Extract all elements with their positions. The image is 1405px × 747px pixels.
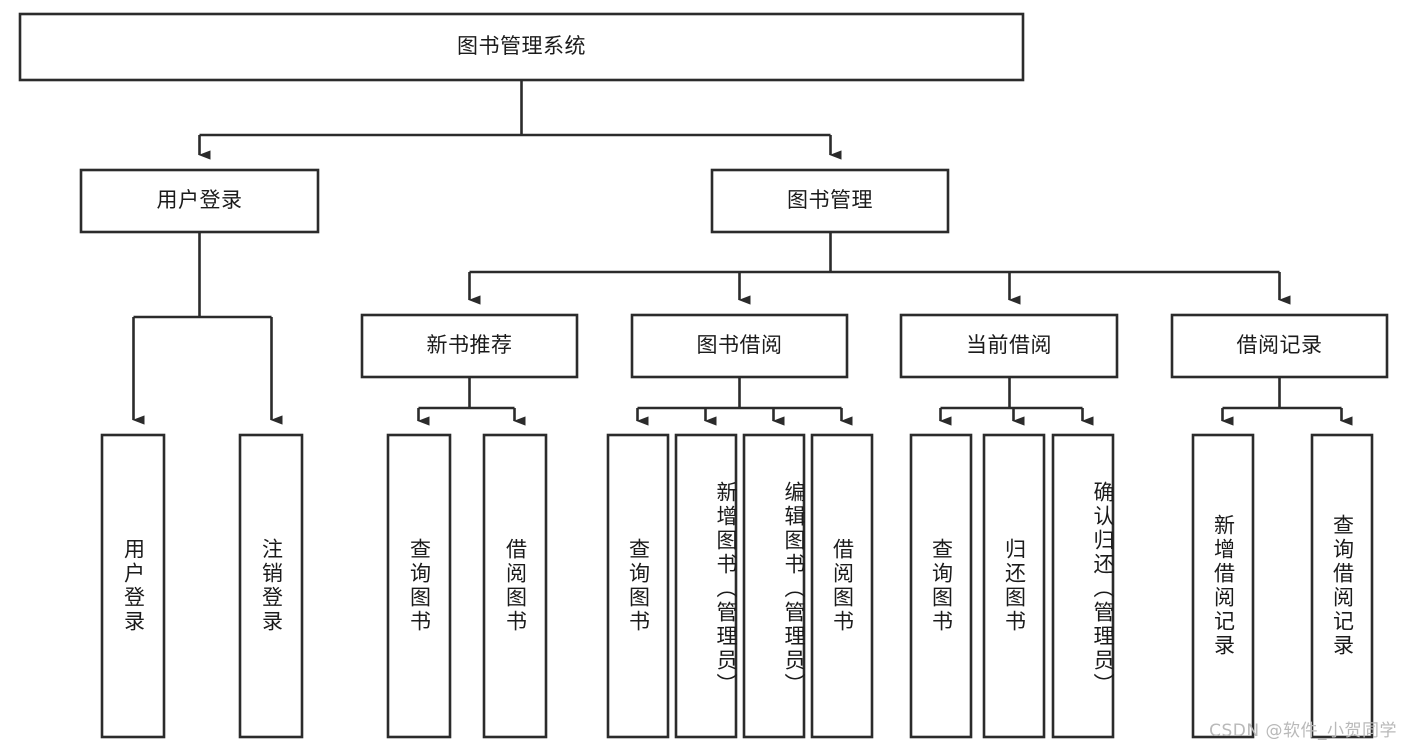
node-leaf-borrow-books-newbooks[interactable]: [482, 433, 548, 739]
node-leaf-query-books-borrow[interactable]: [606, 433, 670, 739]
node-leaf-query-books-current[interactable]: [909, 433, 973, 739]
node-root[interactable]: [18, 12, 1025, 82]
node-leaf-query-borrow-record[interactable]: [1310, 433, 1374, 739]
node-leaf-add-borrow-record[interactable]: [1191, 433, 1255, 739]
node-new-book-recommendation[interactable]: [360, 313, 579, 379]
node-leaf-confirm-return-admin[interactable]: [1051, 433, 1115, 739]
node-leaf-user-login[interactable]: [100, 433, 166, 739]
node-leaf-add-book-admin[interactable]: [674, 433, 738, 739]
node-current-borrowing[interactable]: [899, 313, 1119, 379]
node-borrow-records[interactable]: [1170, 313, 1389, 379]
node-leaf-logout[interactable]: [238, 433, 304, 739]
node-user-login[interactable]: [79, 168, 320, 234]
csdn-watermark: CSDN @软件_小贺同学: [1209, 721, 1397, 741]
node-leaf-borrow-books[interactable]: [810, 433, 874, 739]
node-book-management[interactable]: [710, 168, 950, 234]
node-book-borrowing[interactable]: [630, 313, 849, 379]
node-leaf-query-books-newbooks[interactable]: [386, 433, 452, 739]
node-leaf-edit-book-admin[interactable]: [742, 433, 806, 739]
node-leaf-return-books[interactable]: [982, 433, 1046, 739]
